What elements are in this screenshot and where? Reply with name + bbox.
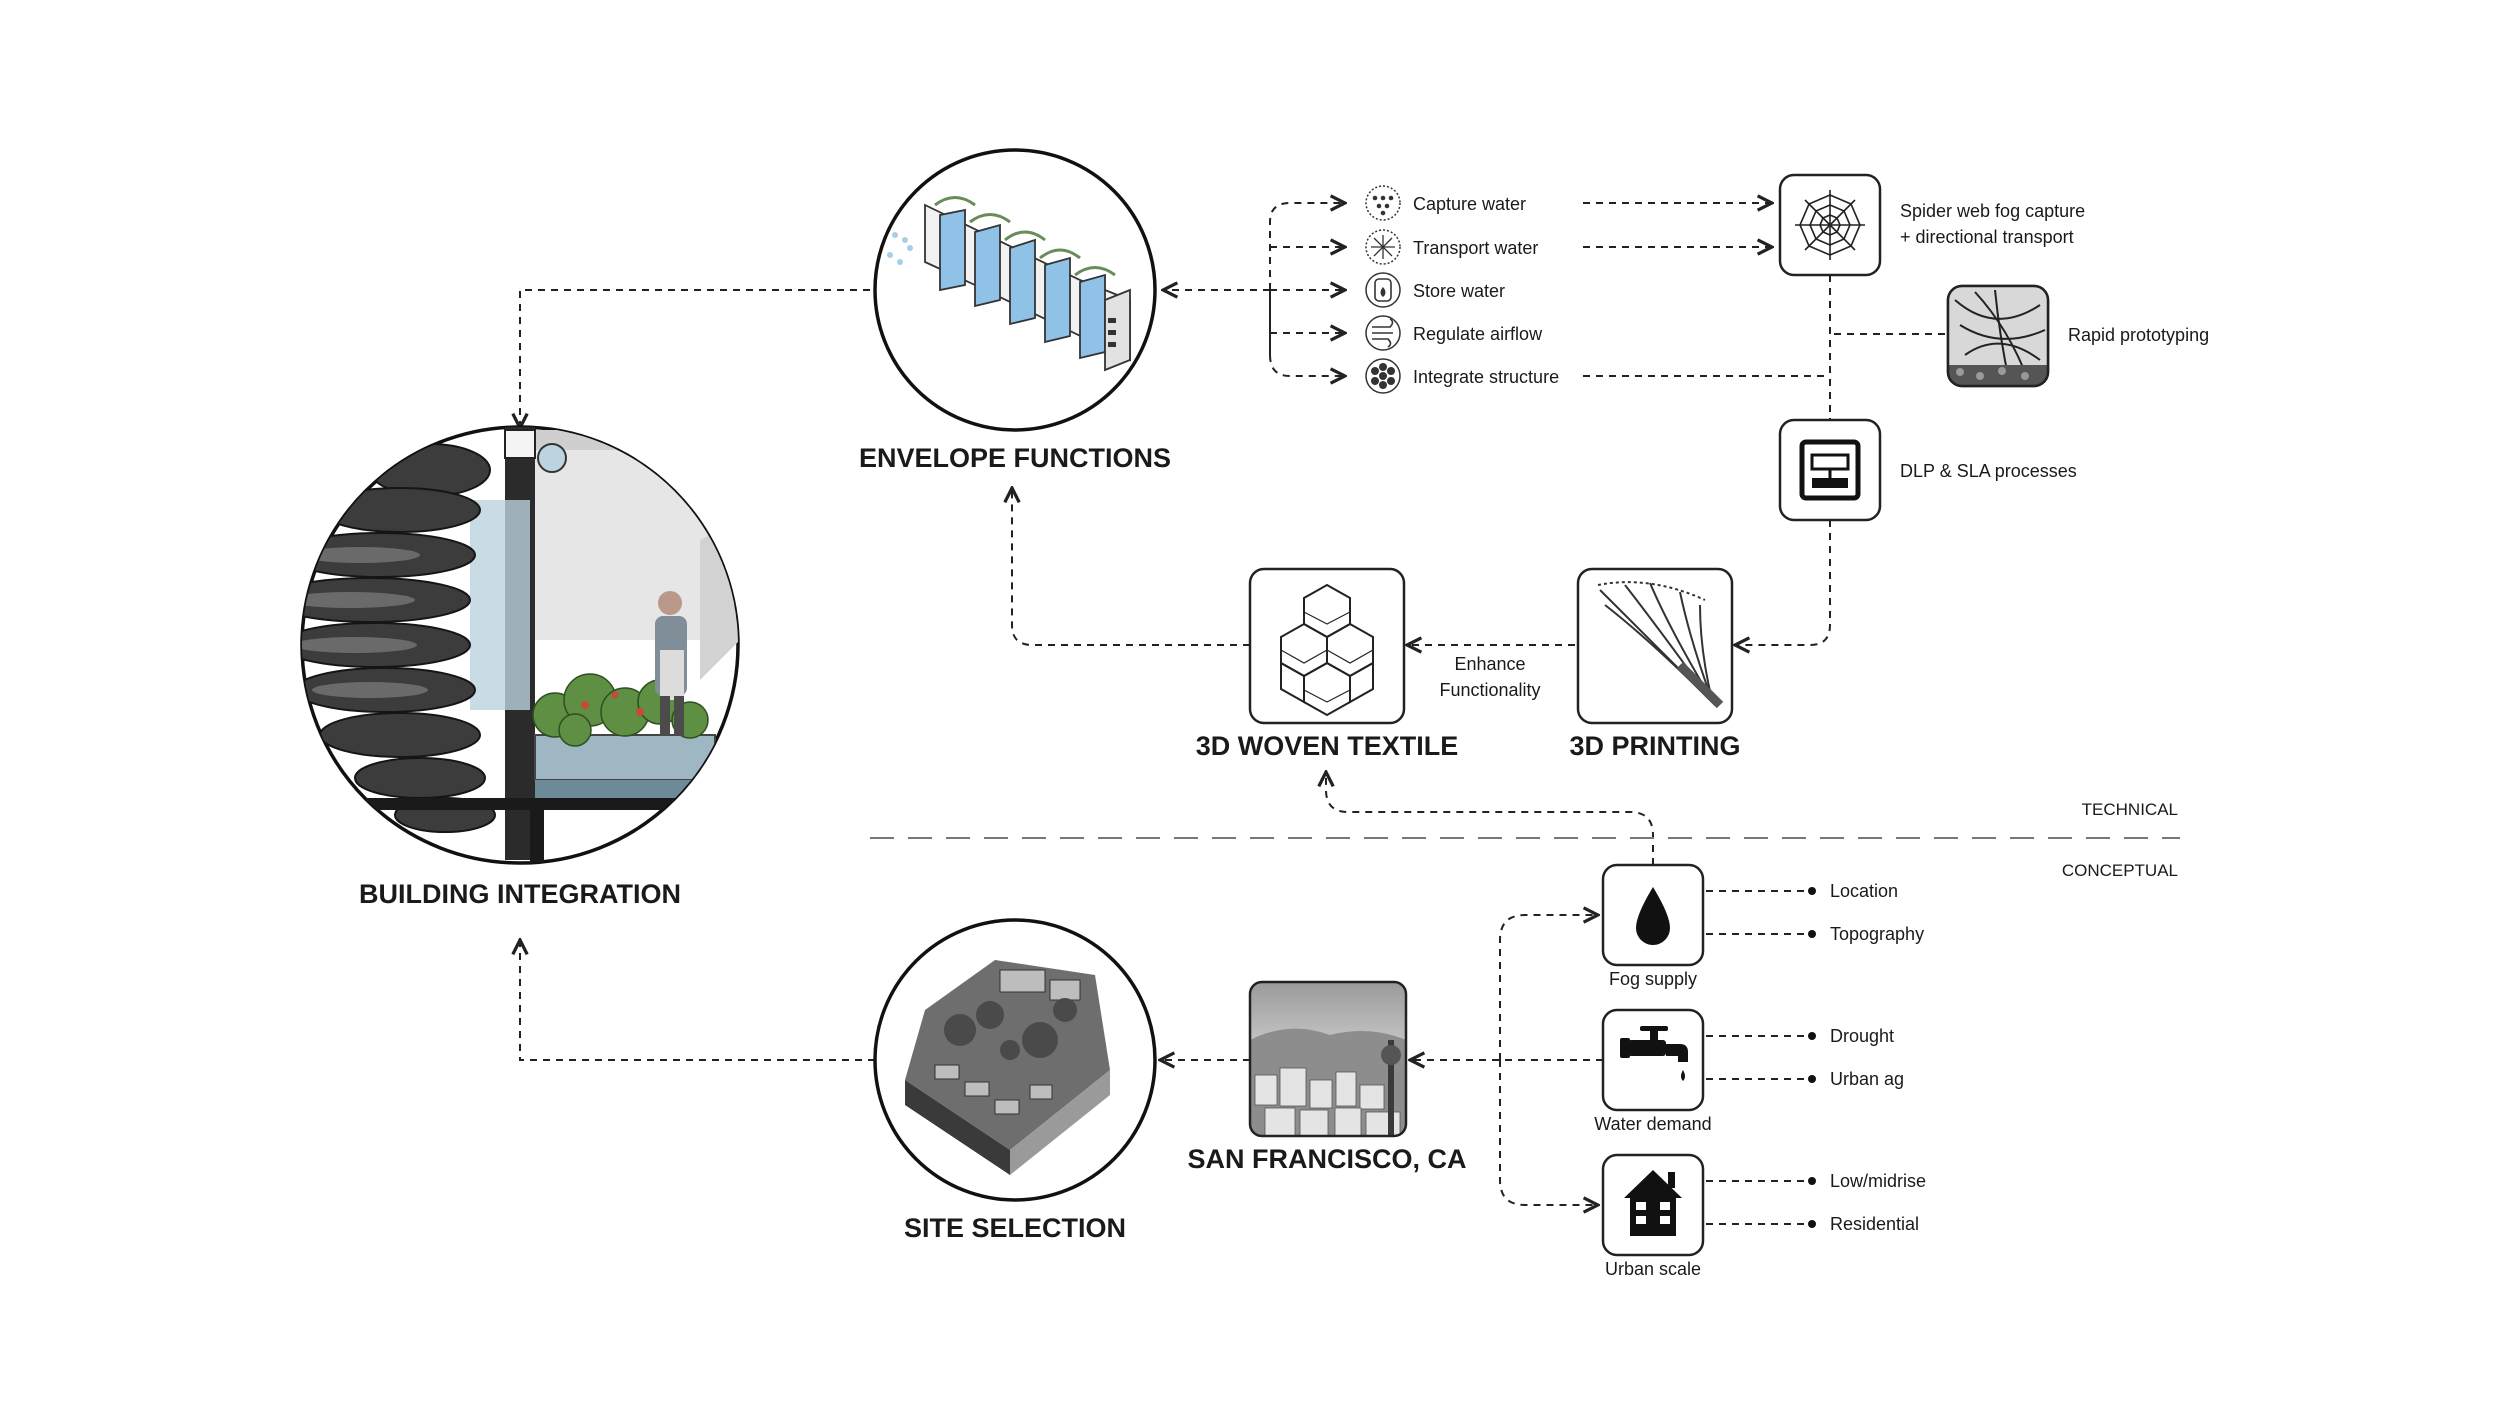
criteria-water-demand: Water demand Drought Urban ag <box>1594 1008 1904 1134</box>
function-label: Store water <box>1413 281 1505 301</box>
function-item-transport-water: Transport water <box>1365 229 1538 265</box>
criteria-item: Topography <box>1830 924 1924 944</box>
criteria-label: Water demand <box>1594 1114 1711 1134</box>
printing-title: 3D PRINTING <box>1569 731 1740 761</box>
enhance-label-line1: Enhance <box>1454 654 1525 674</box>
function-list: Capture water Transport water Store wate… <box>1365 185 1559 394</box>
criteria-item: Low/midrise <box>1830 1171 1926 1191</box>
technical-label: TECHNICAL <box>2082 800 2178 819</box>
criteria-item: Urban ag <box>1830 1069 1904 1089</box>
san-francisco-node: SAN FRANCISCO, CA <box>1187 980 1467 1174</box>
function-item-regulate-airflow: Regulate airflow <box>1365 315 1543 351</box>
envelope-functions-node: ENVELOPE FUNCTIONS <box>859 148 1171 473</box>
site-model-illustration <box>905 960 1110 1175</box>
function-item-capture-water: Capture water <box>1365 185 1526 221</box>
function-label: Regulate airflow <box>1413 324 1543 344</box>
water-drop-icon <box>1636 887 1670 945</box>
hexagon-cells-icon <box>1280 583 1374 717</box>
person-figure <box>655 591 687 736</box>
function-item-integrate-structure: Integrate structure <box>1365 358 1559 394</box>
prototype-photo <box>1948 286 2048 386</box>
site-selection-title: SITE SELECTION <box>904 1213 1126 1243</box>
printing-node: 3D PRINTING <box>1569 567 1741 761</box>
criteria-item: Drought <box>1830 1026 1894 1046</box>
dlp-sla-label: DLP & SLA processes <box>1900 461 2077 481</box>
printed-branch-illustration <box>1597 581 1724 709</box>
spider-web-text-line1: Spider web fog capture <box>1900 201 2085 221</box>
conceptual-label: CONCEPTUAL <box>2062 861 2178 880</box>
building-integration-node: BUILDING INTEGRATION <box>300 425 740 909</box>
spider-web-node: Spider web fog capture + directional tra… <box>1778 173 2085 277</box>
woven-textile-title: 3D WOVEN TEXTILE <box>1196 731 1459 761</box>
envelope-functions-title: ENVELOPE FUNCTIONS <box>859 443 1171 473</box>
criteria-label: Fog supply <box>1609 969 1697 989</box>
criteria-urban-scale: Urban scale Low/midrise Residential <box>1601 1153 1926 1279</box>
function-item-store-water: Store water <box>1365 272 1505 308</box>
spider-web-icon <box>1795 190 1865 260</box>
site-selection-node: SITE SELECTION <box>873 918 1157 1243</box>
building-section-illustration <box>302 427 738 863</box>
function-label: Transport water <box>1413 238 1538 258</box>
criteria-item: Location <box>1830 881 1898 901</box>
spider-web-text-line2: + directional transport <box>1900 227 2074 247</box>
san-francisco-photo <box>1250 982 1406 1136</box>
house-icon <box>1624 1170 1682 1236</box>
faucet-icon <box>1620 1026 1688 1081</box>
criteria-fog-supply: Fog supply Location Topography <box>1601 863 1924 989</box>
printer-icon <box>1799 439 1861 501</box>
facade-module-illustration <box>887 196 1131 372</box>
function-label: Capture water <box>1413 194 1526 214</box>
woven-textile-node: 3D WOVEN TEXTILE <box>1196 567 1459 761</box>
dlp-sla-node: DLP & SLA processes <box>1778 418 2077 522</box>
droplets-icon <box>1365 185 1401 221</box>
rapid-prototyping-label: Rapid prototyping <box>2068 325 2209 345</box>
function-label: Integrate structure <box>1413 367 1559 387</box>
enhance-label-line2: Functionality <box>1439 680 1540 700</box>
san-francisco-title: SAN FRANCISCO, CA <box>1187 1144 1466 1174</box>
rapid-prototyping-node: Rapid prototyping <box>1946 284 2209 388</box>
connector-lines <box>520 203 1945 1205</box>
criteria-item: Residential <box>1830 1214 1919 1234</box>
building-integration-title: BUILDING INTEGRATION <box>359 879 681 909</box>
criteria-label: Urban scale <box>1605 1259 1701 1279</box>
